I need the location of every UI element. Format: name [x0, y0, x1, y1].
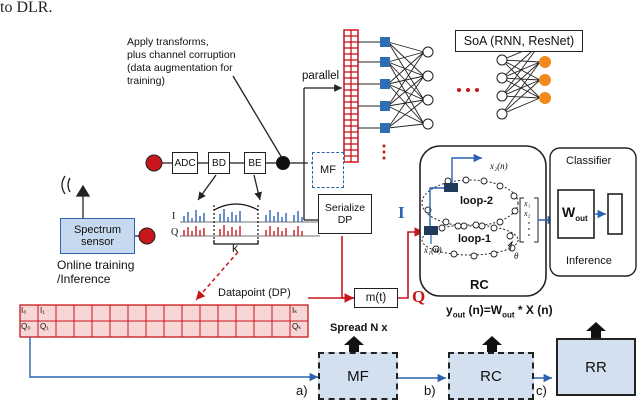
classifier-title: Classifier: [566, 155, 612, 167]
q-channel-label: Q: [412, 287, 426, 306]
mf-inline-box: MF: [312, 152, 344, 188]
eq-part: * X (n): [514, 303, 553, 317]
eq-part: (n)=W: [465, 303, 503, 317]
input-port-circle: [145, 154, 163, 172]
online-line: /Inference: [57, 272, 111, 286]
output-vector: [607, 193, 623, 235]
soa-box: SoA (RNN, ResNet): [455, 30, 583, 52]
eq-part: y: [446, 303, 453, 317]
rc-feedback-line: [451, 153, 482, 183]
mt-to-rc-line: [398, 227, 424, 299]
output-equation: yout (n)=Wout * X (n): [446, 304, 553, 320]
soa-network-edges: [358, 41, 541, 129]
sensor-line: sensor: [80, 236, 115, 248]
grid-cell: Qₖ: [292, 322, 302, 331]
eq-sub: out: [452, 310, 466, 320]
annotation-line: plus channel corruption: [127, 49, 236, 61]
stage-rc-box: RC: [448, 352, 534, 400]
caption-fragment: to DLR.: [0, 0, 53, 16]
stage-a-label: a): [296, 383, 308, 398]
rc-nodes: [424, 176, 519, 260]
spectrum-sensor-box: Spectrum sensor: [60, 218, 135, 254]
annotation-line: training): [127, 75, 165, 87]
sensor-port-circle: [138, 227, 156, 245]
parallel-buffer: [343, 29, 359, 163]
loop1-label: loop-1: [458, 233, 491, 245]
stage-b-label: b): [424, 383, 436, 398]
rc-loops: [421, 179, 519, 256]
rc-input-node-1: [424, 226, 438, 235]
transforms-annotation: Apply transforms, plus channel corruptio…: [127, 36, 236, 88]
wout-main: W: [562, 204, 576, 220]
grid-cell: Iₖ: [292, 306, 298, 315]
online-training-label: Online training /Inference: [57, 258, 134, 286]
antenna-icon: [61, 175, 91, 218]
sensor-line: Spectrum: [73, 224, 122, 236]
grid-cell: Q₁: [40, 322, 49, 331]
wout-sub: out: [575, 213, 588, 223]
rc-title: RC: [470, 277, 489, 292]
i-channel-label: I: [398, 203, 405, 222]
modulation-box: m(t): [354, 288, 398, 308]
serialize-line: Serialize: [324, 202, 366, 214]
iq-i-label: I: [172, 211, 176, 222]
iq-samples: [180, 203, 320, 245]
parallel-label: parallel: [302, 70, 340, 82]
serialize-box: Serialize DP: [318, 194, 372, 234]
serialize-line: DP: [337, 214, 353, 226]
bottom-up-arrows: [344, 322, 606, 352]
signal-chain-wires: [162, 75, 342, 221]
iq-q-label: Q: [171, 227, 179, 238]
rc-input-node-2: [444, 183, 458, 192]
grid-cell: I₀: [21, 306, 27, 315]
stage-rr-box: RR: [556, 338, 636, 396]
loop2-label: loop-2: [460, 195, 493, 207]
annotation-line: Apply transforms,: [127, 36, 209, 48]
stage-c-label: c): [536, 383, 547, 398]
datapoint-label: Datapoint (DP): [218, 287, 291, 299]
bd-box: BD: [208, 152, 230, 174]
wout-label: Wout: [562, 205, 588, 223]
x2n-label: x₂(n): [490, 161, 508, 171]
x1n-label: x₁(n): [424, 245, 442, 255]
datapoint-grid: [19, 304, 309, 338]
state-x1-label: x₁: [524, 199, 531, 208]
grid-to-mf-line: [29, 337, 318, 382]
annotation-line: (data augmentation for: [127, 62, 233, 74]
serialize-to-mt-line: [341, 236, 354, 303]
theta-label: θ: [514, 251, 519, 261]
be-box: BE: [244, 152, 266, 174]
inference-label: Inference: [566, 255, 612, 267]
to-datapoint-arrow: [195, 251, 239, 301]
eq-sub: out: [502, 310, 515, 320]
grid-cell: I₁: [40, 306, 45, 315]
online-line: Online training: [57, 258, 135, 272]
transform-node-circle: [276, 156, 290, 170]
adc-box: ADC: [172, 152, 198, 174]
stage-mf-box: MF: [318, 352, 398, 400]
state-x2-label: x₂: [524, 209, 531, 218]
spread-label: Spread N x: [330, 322, 388, 334]
soa-network-nodes: [380, 37, 551, 160]
k-label: k: [232, 241, 238, 255]
grid-cell: Q₀: [21, 322, 31, 331]
